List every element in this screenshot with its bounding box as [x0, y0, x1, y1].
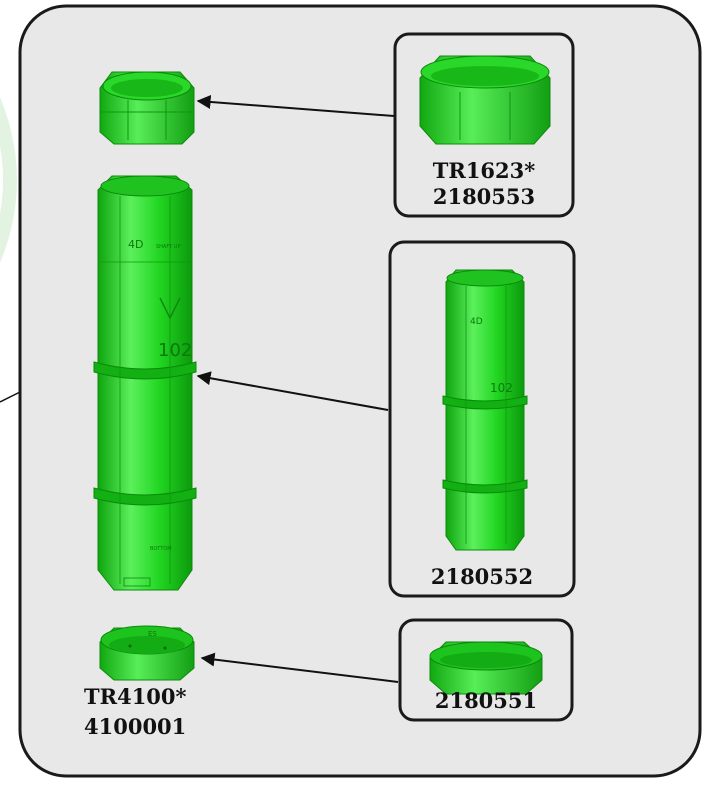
tube-size-code: 4D	[128, 238, 143, 251]
bottom-cap-label-line2: 4100001	[84, 714, 187, 739]
bottom-cap-variant-label: 2180551	[434, 688, 538, 713]
bottom-cap-label-line1: TR4100*	[84, 684, 187, 709]
bottom-cap-part: ES	[99, 625, 195, 681]
tube-detail-part: 4D 102	[442, 269, 528, 551]
tube-small-mark: SHAFT UP	[156, 244, 180, 250]
arrows	[196, 94, 399, 683]
arrow-bottom-cap	[200, 652, 399, 683]
bottom-cap-detail-part	[429, 641, 543, 695]
tube-number: 102	[158, 340, 192, 361]
leader-line	[0, 391, 21, 403]
top-cap-detail-part	[419, 55, 551, 145]
arrow-tube	[196, 371, 389, 411]
watermark-arcs	[0, 97, 17, 263]
top-cap-part	[99, 71, 195, 145]
tube-part: 4D SHAFT UP 102 BOTTOM	[93, 175, 197, 591]
arrow-top-cap	[196, 94, 395, 117]
tube-bottom-mark: BOTTOM	[150, 546, 172, 552]
cap-mark: ES	[148, 630, 157, 638]
svg-text:102: 102	[490, 381, 513, 395]
svg-text:4D: 4D	[470, 317, 483, 327]
top-cap-label-line1: TR1623*	[432, 158, 536, 183]
top-cap-label-line2: 2180553	[432, 184, 536, 209]
tube-label: 2180552	[430, 564, 534, 589]
